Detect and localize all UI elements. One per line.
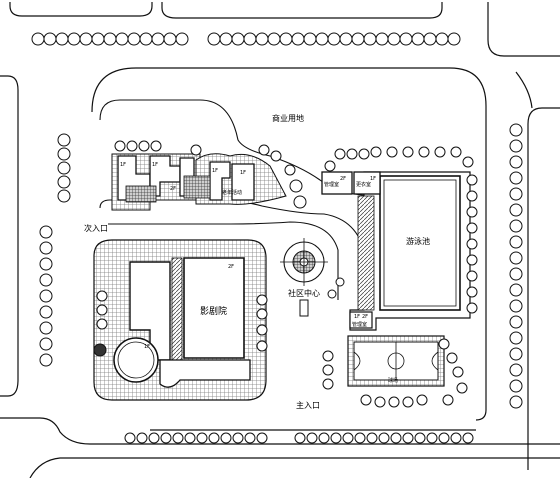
label-pool-management: 管理室 — [352, 321, 367, 328]
cinema-trees — [93, 290, 268, 357]
label-community-center: 社区中心 — [288, 288, 320, 298]
label-old-age-activity: 老年活动 — [222, 189, 242, 196]
floor-label: 1F — [240, 170, 246, 176]
floor-label: 1F — [152, 162, 158, 168]
commercial-trees — [114, 140, 307, 209]
sports-court — [347, 335, 445, 387]
street-trees-bottom — [124, 432, 474, 444]
floor-label: 1F — [354, 314, 360, 320]
street-trees-right — [509, 123, 523, 409]
label-court: 球场 — [388, 377, 398, 384]
label-cinema: 影剧院 — [200, 305, 227, 317]
floor-label: 1F — [120, 162, 126, 168]
pool-trees — [324, 146, 478, 314]
floor-label: 1F — [370, 176, 376, 182]
label-secondary-entrance: 次入口 — [84, 223, 108, 233]
floor-label: 1F — [144, 344, 150, 350]
street-trees-left — [39, 133, 71, 367]
label-commercial-land: 商业用地 — [272, 113, 304, 123]
floor-label: 2F — [170, 186, 176, 192]
label-management-room: 管理室 — [324, 181, 339, 188]
commercial-zone — [111, 153, 287, 211]
floor-label: 1F — [212, 168, 218, 174]
community-center-plaza — [280, 238, 345, 390]
label-main-entrance: 主入口 — [296, 400, 320, 410]
floor-label: 2F — [362, 314, 368, 320]
label-changing-room: 更衣室 — [356, 181, 371, 188]
street-trees-top — [31, 32, 461, 46]
cinema-building — [113, 257, 251, 388]
floor-label: 2F — [340, 176, 346, 182]
floor-labels: 1F 1F 2F 1F 1F 2F 1F 2F 1F 2F 1F — [120, 162, 376, 350]
floor-label: 2F — [228, 264, 234, 270]
label-swimming-pool: 游泳池 — [406, 236, 430, 246]
pool-area — [321, 171, 471, 331]
court-trees — [360, 338, 468, 408]
